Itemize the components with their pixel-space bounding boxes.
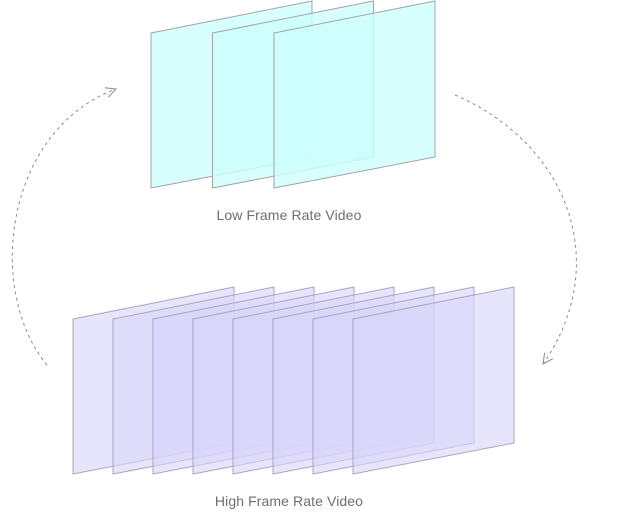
downward-cycle-arrow: [454, 94, 577, 364]
high-frame-rate-label: High Frame Rate Video: [214, 493, 364, 509]
low-frame-rate-frames: [150, 0, 436, 189]
low-frame-3: [273, 0, 436, 189]
high-frame-8: [352, 286, 515, 475]
low-frame-rate-label: Low Frame Rate Video: [216, 207, 362, 223]
upward-cycle-arrow: [11, 89, 116, 366]
high-frame-rate-frames: [72, 286, 515, 475]
